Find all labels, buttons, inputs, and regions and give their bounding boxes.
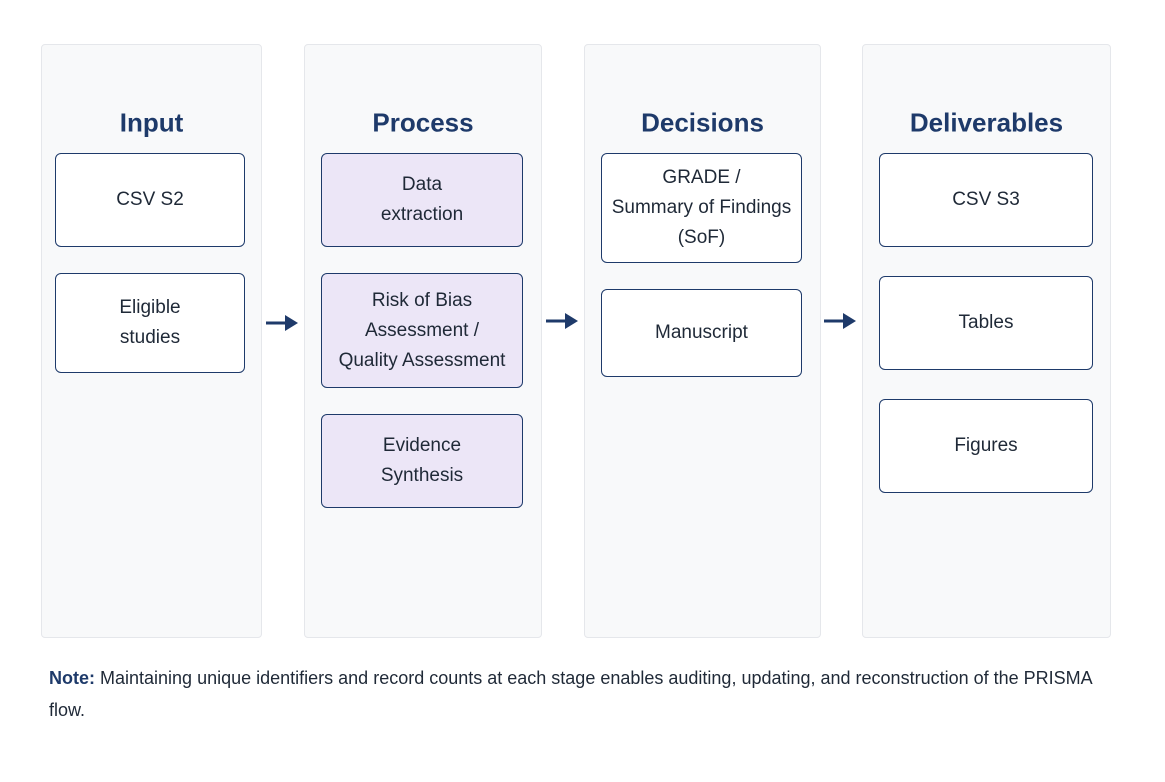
deliverables-column-title: Deliverables xyxy=(909,107,1064,138)
process-box-evidence-synthesis: Evidence Synthesis xyxy=(321,414,523,508)
input-column-title: Input xyxy=(119,107,184,138)
process-box-label: Risk of Bias Assessment / Quality Assess… xyxy=(338,289,506,371)
deliverables-box-csv-s3: CSV S3 xyxy=(879,153,1093,247)
decisions-box-grade-sof: GRADE / Summary of Findings (SoF) xyxy=(601,153,802,263)
process-box-label: Data extraction xyxy=(380,174,464,225)
deliverables-box-label: Figures xyxy=(954,435,1018,456)
input-box-label: Eligible studies xyxy=(119,297,181,348)
process-box-label: Evidence Synthesis xyxy=(380,435,464,486)
decisions-box-label: Manuscript xyxy=(655,322,748,343)
process-column-title: Process xyxy=(372,107,474,138)
footnote: Note: Maintaining unique identifiers and… xyxy=(49,662,1109,726)
deliverables-box-figures: Figures xyxy=(879,399,1093,493)
input-box-eligible-studies: Eligible studies xyxy=(55,273,245,373)
deliverables-box-label: CSV S3 xyxy=(952,189,1020,210)
decisions-column-title: Decisions xyxy=(641,107,764,138)
decisions-box-label: GRADE / Summary of Findings (SoF) xyxy=(611,167,792,248)
deliverables-box-label: Tables xyxy=(958,312,1014,333)
note-text: Maintaining unique identifiers and recor… xyxy=(49,668,1092,720)
input-box-csv-s2: CSV S2 xyxy=(55,153,245,247)
note-label: Note: xyxy=(49,668,95,688)
arrow-right-icon xyxy=(546,313,578,329)
decisions-box-manuscript: Manuscript xyxy=(601,289,802,377)
deliverables-box-tables: Tables xyxy=(879,276,1093,370)
process-box-risk-of-bias: Risk of Bias Assessment / Quality Assess… xyxy=(321,273,523,388)
process-box-data-extraction: Data extraction xyxy=(321,153,523,247)
input-box-label: CSV S2 xyxy=(116,189,184,210)
arrow-right-icon xyxy=(266,315,298,331)
arrow-right-icon xyxy=(824,313,856,329)
